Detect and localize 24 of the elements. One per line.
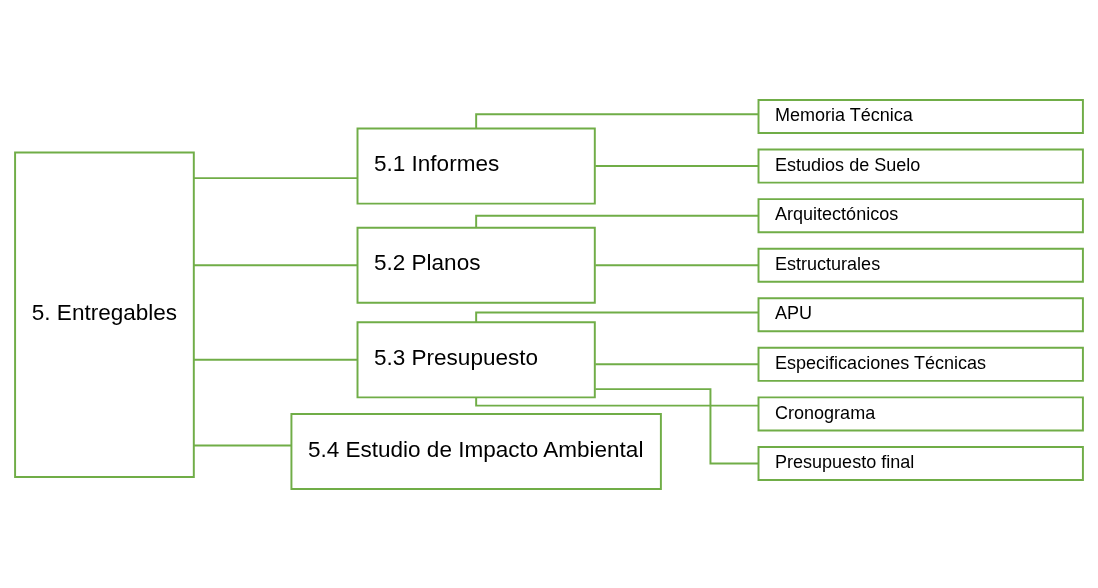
- node-box: Estructurales: [757, 247, 1084, 283]
- node-box: Cronograma: [757, 395, 1084, 431]
- node-box: Arquitectónicos: [757, 197, 1084, 233]
- connector: [193, 443, 293, 446]
- connector: [475, 396, 760, 407]
- connector: [594, 263, 760, 266]
- node-box: Especificaciones Técnicas: [757, 346, 1084, 382]
- node-box: 5. Entregables: [14, 151, 195, 478]
- connector: [193, 176, 359, 179]
- node-box: 5.3 Presupuesto: [356, 320, 596, 398]
- node-box: 5.1 Informes: [356, 127, 596, 205]
- connector: [475, 214, 760, 229]
- connector: [193, 358, 359, 361]
- connector: [594, 362, 760, 365]
- node-box: 5.4 Estudio de Impacto Ambiental: [290, 412, 662, 490]
- connector: [594, 164, 760, 167]
- node-box: Memoria Técnica: [757, 98, 1084, 134]
- node-box: APU: [757, 296, 1084, 332]
- node-box: Estudios de Suelo: [757, 148, 1084, 184]
- connector: [594, 387, 760, 464]
- node-box: Presupuesto final: [757, 445, 1084, 481]
- connector: [475, 311, 760, 323]
- connector: [193, 263, 359, 266]
- node-box: 5.2 Planos: [356, 226, 596, 304]
